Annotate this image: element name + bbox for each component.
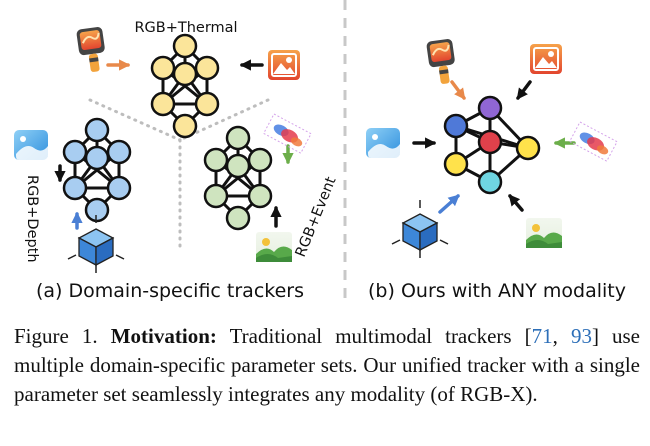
network-node (247, 183, 273, 209)
network-node (194, 91, 220, 117)
network-node (84, 197, 110, 223)
rgb-input-arrow (516, 80, 532, 100)
network-node (150, 91, 176, 117)
label-rgb-thermal: RGB+Thermal (134, 20, 237, 36)
rgb-input-arrow (508, 194, 524, 212)
citation-93[interactable]: 93 (570, 324, 592, 348)
caption-text-1: Traditional multimodal trackers [ (216, 324, 532, 348)
arrows-panel-b (412, 80, 576, 214)
network-node (477, 169, 503, 195)
rgb-image-icon (526, 218, 562, 248)
unified-network (443, 95, 541, 195)
depth-input-arrow (438, 194, 460, 214)
subcaption-a: (a) Domain-specific trackers (36, 280, 304, 302)
network-node (477, 129, 503, 155)
event-stream-icon (568, 121, 618, 162)
network-node (172, 61, 198, 87)
thermal-network (150, 33, 220, 139)
thermal-camera-icon (76, 27, 105, 72)
label-rgb-depth: RGB+Depth (24, 175, 40, 263)
network-node (247, 147, 273, 173)
rgb-image-icon (14, 130, 48, 160)
network-node (203, 147, 229, 173)
network-node (515, 135, 541, 161)
motivation-figure: RGB+Thermal RGB+Depth RGB+Event (a) Doma… (14, 0, 626, 302)
network-node (150, 55, 176, 81)
caption-prefix: Figure 1. (14, 324, 98, 348)
depth-network (62, 117, 132, 223)
network-node (225, 205, 251, 231)
network-node (62, 175, 88, 201)
network-node (477, 95, 503, 121)
dotted-separators (88, 98, 270, 252)
arrows-panel-a (54, 59, 294, 230)
subcaption-b: (b) Ours with ANY modality (368, 280, 626, 302)
thermal-input-arrow (450, 80, 466, 100)
citation-71[interactable]: 71 (531, 324, 553, 348)
network-node (443, 151, 469, 177)
network-node (84, 117, 110, 143)
network-node (84, 145, 110, 171)
network-node (62, 139, 88, 165)
caption-text-2: ] use multiple domain-specific parameter… (14, 324, 641, 406)
network-node (194, 55, 220, 81)
depth-cube-icon (67, 215, 125, 273)
rgb-image-icon (268, 50, 300, 80)
event-network (203, 125, 273, 231)
network-node (443, 113, 469, 139)
event-stream-icon (262, 113, 312, 154)
network-node (172, 113, 198, 139)
figure-caption: Figure 1. Motivation: Traditional multim… (14, 322, 640, 409)
network-node (225, 153, 251, 179)
network-node (106, 139, 132, 165)
caption-sep: , (552, 324, 571, 348)
caption-bold-title: Motivation: (110, 324, 217, 348)
network-node (106, 175, 132, 201)
network-node (172, 33, 198, 59)
depth-cube-icon (391, 200, 449, 258)
network-node (203, 183, 229, 209)
label-rgb-event: RGB+Event (293, 174, 340, 259)
network-node (225, 125, 251, 151)
rgb-image-icon (256, 232, 292, 262)
rgb-image-icon (530, 44, 562, 74)
rgb-image-icon (366, 128, 400, 158)
thermal-camera-icon (426, 39, 455, 84)
